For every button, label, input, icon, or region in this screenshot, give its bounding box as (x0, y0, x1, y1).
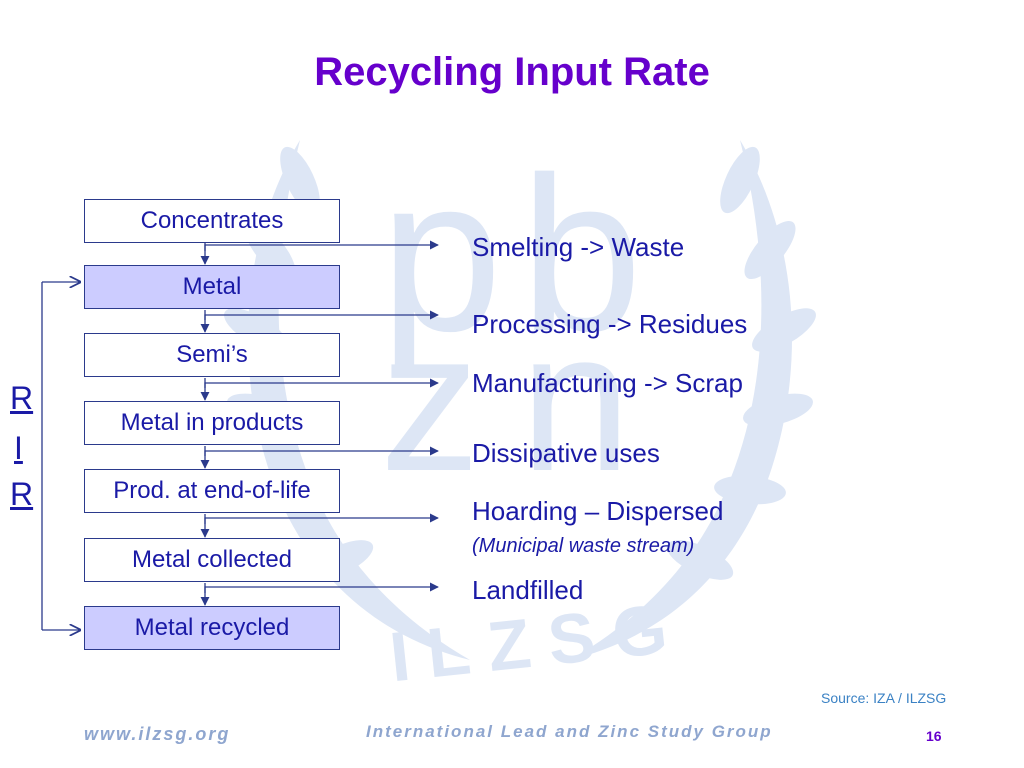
output-landfilled: Landfilled (472, 575, 584, 605)
rir-letter: I (14, 430, 23, 466)
source-note: Source: IZA / ILZSG (821, 690, 947, 706)
flow-box-label: Metal in products (120, 409, 304, 436)
watermark-letter: z (380, 290, 480, 513)
flow-box-concentrates: Concentrates (84, 199, 340, 243)
rir-letter: R (10, 380, 34, 416)
flow-box-end-of-life: Prod. at end-of-life (84, 469, 340, 513)
watermark-letter: n (520, 290, 631, 513)
output-arrow (204, 310, 439, 320)
flow-box-metal-recycled: Metal recycled (84, 606, 340, 650)
output-manufacturing-scrap: Manufacturing -> Scrap (472, 368, 743, 398)
flow-box-label: Prod. at end-of-life (113, 477, 311, 504)
output-dissipative-uses: Dissipative uses (472, 438, 660, 468)
page-title: Recycling Input Rate (314, 50, 710, 94)
output-arrow (204, 378, 439, 388)
output-arrow (204, 446, 439, 456)
flow-box-label: Concentrates (140, 207, 284, 234)
footer-org-name: International Lead and Zinc Study Group (366, 722, 773, 741)
output-arrow (204, 513, 439, 524)
output-hoarding-sublabel: (Municipal waste stream) (472, 535, 695, 557)
flow-box-metal: Metal (84, 265, 340, 309)
watermark-letter: p (380, 131, 502, 377)
page-number: 16 (926, 728, 942, 744)
flow-box-label: Metal recycled (134, 614, 290, 641)
output-processing-residues: Processing -> Residues (472, 309, 748, 339)
footer-url[interactable]: www.ilzsg.org (84, 724, 231, 744)
flow-box-metal-collected: Metal collected (84, 538, 340, 582)
flow-box-label: Metal (182, 273, 242, 300)
flow-box-semis: Semi’s (84, 333, 340, 377)
flow-box-label: Metal collected (131, 546, 293, 573)
output-arrow (204, 240, 439, 251)
output-hoarding-dispersed: Hoarding – Dispersed (472, 496, 724, 526)
flow-box-metal-in-products: Metal in products (84, 401, 340, 445)
output-arrow (204, 582, 439, 593)
watermark-letter: b (520, 131, 642, 377)
flow-box-label: Semi’s (176, 341, 248, 368)
rir-letter: R (10, 476, 34, 512)
output-smelting-waste: Smelting -> Waste (472, 232, 685, 262)
